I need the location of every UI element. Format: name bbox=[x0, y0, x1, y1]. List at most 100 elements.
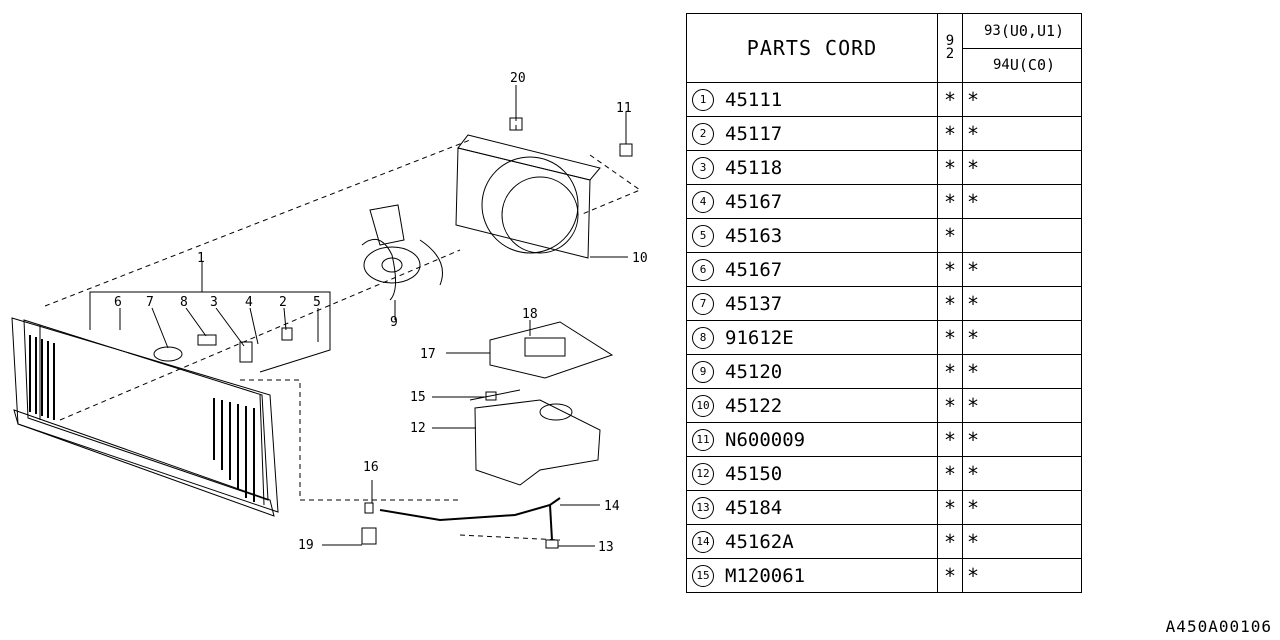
applicability-93-94: * bbox=[962, 524, 1082, 559]
callout-8: 8 bbox=[180, 295, 188, 310]
figure-id: A450A00106 bbox=[1165, 617, 1272, 636]
row-number-cell: 5 bbox=[686, 218, 719, 253]
part-code: N600009 bbox=[719, 422, 938, 457]
row-number-cell: 1 bbox=[686, 82, 719, 117]
row-number-cell: 8 bbox=[686, 320, 719, 355]
applicability-93-94: * bbox=[962, 354, 1082, 389]
callout-16: 16 bbox=[363, 460, 379, 475]
row-number-cell: 13 bbox=[686, 490, 719, 525]
part-code: 45122 bbox=[719, 388, 938, 423]
applicability-92: * bbox=[937, 490, 963, 525]
applicability-93-94: * bbox=[962, 422, 1082, 457]
applicability-92: * bbox=[937, 320, 963, 355]
row-number: 10 bbox=[692, 395, 714, 417]
part-code: 45120 bbox=[719, 354, 938, 389]
part-code: 45111 bbox=[719, 82, 938, 117]
row-number-cell: 14 bbox=[686, 524, 719, 559]
row-number: 15 bbox=[692, 565, 714, 587]
row-number: 9 bbox=[692, 361, 714, 383]
overflow-hose bbox=[379, 497, 561, 541]
applicability-93-94: * bbox=[962, 558, 1082, 593]
callout-7: 7 bbox=[146, 295, 154, 310]
table-header-row-2: 94U(C0) bbox=[687, 47, 1082, 83]
row-number-cell: 11 bbox=[686, 422, 719, 457]
applicability-92: * bbox=[937, 82, 963, 117]
applicability-93-94: * bbox=[962, 150, 1082, 185]
part-code: 45184 bbox=[719, 490, 938, 525]
part-code: 45167 bbox=[719, 184, 938, 219]
callout-14: 14 bbox=[604, 499, 620, 514]
row-number: 13 bbox=[692, 497, 714, 519]
callout-20: 20 bbox=[510, 71, 526, 86]
part-code: 45118 bbox=[719, 150, 938, 185]
callout-11: 11 bbox=[616, 101, 632, 116]
model-a-header: 93(U0,U1) bbox=[962, 13, 1082, 49]
part-code: 91612E bbox=[719, 320, 938, 355]
reservoir-tray bbox=[489, 321, 614, 379]
row-number: 4 bbox=[692, 191, 714, 213]
applicability-92: * bbox=[937, 252, 963, 287]
row-number: 7 bbox=[692, 293, 714, 315]
applicability-92: * bbox=[937, 286, 963, 321]
model-a-years: 93 bbox=[983, 22, 1001, 39]
callout-19: 19 bbox=[298, 538, 314, 553]
applicability-92: * bbox=[937, 558, 963, 593]
row-number-cell: 15 bbox=[686, 558, 719, 593]
applicability-93-94: * bbox=[962, 320, 1082, 355]
part-code: 45137 bbox=[719, 286, 938, 321]
part-code: 45162A bbox=[719, 524, 938, 559]
callout-12: 12 bbox=[410, 421, 426, 436]
row-number: 1 bbox=[692, 89, 714, 111]
row-number: 12 bbox=[692, 463, 714, 485]
fan-motor bbox=[361, 204, 443, 301]
callout-5: 5 bbox=[313, 295, 321, 310]
row-number: 5 bbox=[692, 225, 714, 247]
row-number-cell: 12 bbox=[686, 456, 719, 491]
row-number: 3 bbox=[692, 157, 714, 179]
row-number: 2 bbox=[692, 123, 714, 145]
applicability-93-94: * bbox=[962, 388, 1082, 423]
applicability-93-94: * bbox=[962, 456, 1082, 491]
callout-3: 3 bbox=[210, 295, 218, 310]
row-number: 6 bbox=[692, 259, 714, 281]
callout-1: 1 bbox=[197, 251, 205, 266]
callout-9: 9 bbox=[390, 315, 398, 330]
model-a-code: (U0,U1) bbox=[1000, 21, 1065, 40]
callout-1-leader bbox=[89, 291, 331, 373]
callout-13: 13 bbox=[598, 540, 614, 555]
row-number: 11 bbox=[692, 429, 714, 451]
callout-18: 18 bbox=[522, 307, 538, 322]
callout-15: 15 bbox=[410, 390, 426, 405]
applicability-93-94 bbox=[962, 218, 1082, 253]
applicability-93-94: * bbox=[962, 82, 1082, 117]
applicability-92: * bbox=[937, 116, 963, 151]
radiator bbox=[11, 317, 293, 517]
callout-4: 4 bbox=[245, 295, 253, 310]
row-number-cell: 10 bbox=[686, 388, 719, 423]
applicability-92: * bbox=[937, 150, 963, 185]
part-code: 45117 bbox=[719, 116, 938, 151]
applicability-93-94: * bbox=[962, 184, 1082, 219]
applicability-93-94: * bbox=[962, 286, 1082, 321]
row-number: 8 bbox=[692, 327, 714, 349]
callout-2: 2 bbox=[279, 295, 287, 310]
row-number-cell: 9 bbox=[686, 354, 719, 389]
applicability-93-94: * bbox=[962, 252, 1082, 287]
callout-6: 6 bbox=[114, 295, 122, 310]
parts-cord-header: PARTS CORD bbox=[686, 13, 938, 83]
applicability-92: * bbox=[937, 456, 963, 491]
row-number-cell: 3 bbox=[686, 150, 719, 185]
